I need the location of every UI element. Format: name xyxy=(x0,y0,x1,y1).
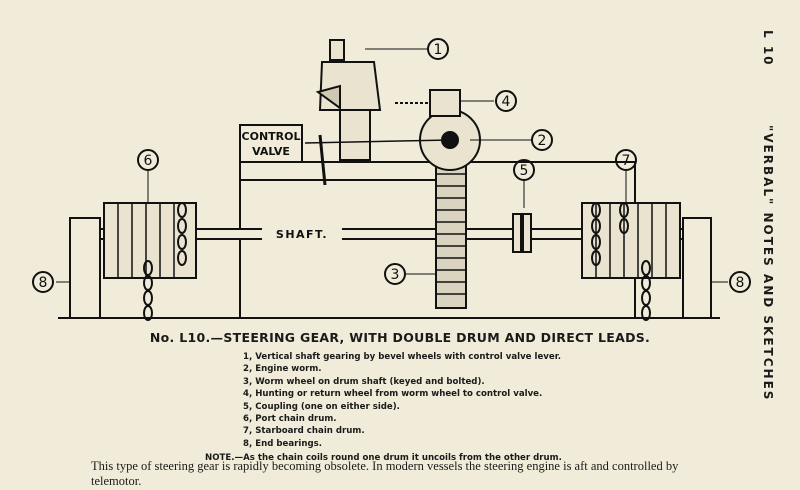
legend-item: 4, Hunting or return wheel from worm whe… xyxy=(243,389,543,400)
legend-item: 6, Port chain drum. xyxy=(243,414,337,425)
control-valve-label-1: CONTROL xyxy=(242,130,301,143)
callout-6-number: 6 xyxy=(144,153,153,169)
starboard-chain-drum xyxy=(581,202,681,279)
control-valve-box xyxy=(239,124,303,163)
callout-3-number: 3 xyxy=(391,267,400,283)
legend-item: 1, Vertical shaft gearing by bevel wheel… xyxy=(243,352,561,362)
running-header: "VERBAL" NOTES AND SKETCHES xyxy=(761,125,775,402)
shaft-label: SHAFT. xyxy=(276,228,328,241)
callout-8-left-number: 8 xyxy=(39,275,48,291)
callout-8-right xyxy=(729,271,751,293)
callout-3 xyxy=(384,263,406,285)
callout-1-number: 1 xyxy=(434,42,443,58)
main-shaft xyxy=(99,228,684,240)
hunting-wheel xyxy=(429,89,461,117)
legend-item: 7, Starboard chain drum. xyxy=(243,426,365,437)
legend-item: 5, Coupling (one on either side). xyxy=(243,401,400,412)
callout-8-left xyxy=(32,271,54,293)
control-valve-label-2: VALVE xyxy=(252,145,290,158)
figure-legend: 1, Vertical shaft gearing by bevel wheel… xyxy=(243,351,561,450)
callout-4 xyxy=(495,90,517,112)
body-paragraph: This type of steering gear is rapidly be… xyxy=(91,459,679,488)
linkage-rod xyxy=(304,139,451,144)
bevel-gear-column xyxy=(315,39,382,161)
page-code: L 10 xyxy=(761,30,775,67)
callout-7 xyxy=(615,149,637,171)
callout-5 xyxy=(513,159,535,181)
legend-item: 3, Worm wheel on drum shaft (keyed and b… xyxy=(243,376,485,387)
legend-item: 8, End bearings. xyxy=(243,438,322,449)
right-end-bearing xyxy=(682,217,712,319)
figure-caption: No. L10.—STEERING GEAR, WITH DOUBLE DRUM… xyxy=(149,330,651,345)
port-chain-drum xyxy=(103,202,197,279)
legend-item: 2, Engine worm. xyxy=(243,364,322,375)
callout-7-number: 7 xyxy=(622,153,631,169)
callout-2 xyxy=(531,129,553,151)
port-chain xyxy=(143,202,187,321)
callout-5-number: 5 xyxy=(520,163,529,179)
callout-4-number: 4 xyxy=(502,94,511,110)
callout-6 xyxy=(137,149,159,171)
left-end-bearing xyxy=(69,217,101,319)
callout-8-right-number: 8 xyxy=(736,275,745,291)
steering-gear-diagram: 1 2 3 4 5 6 7 8 8 CONTROL VALVE SHAFT. xyxy=(32,38,751,321)
coupling xyxy=(512,213,532,253)
starboard-chain xyxy=(591,202,651,321)
callout-2-number: 2 xyxy=(538,133,547,149)
figure-note: NOTE.—As the chain coils round one drum … xyxy=(205,453,562,463)
callout-1 xyxy=(427,38,449,60)
